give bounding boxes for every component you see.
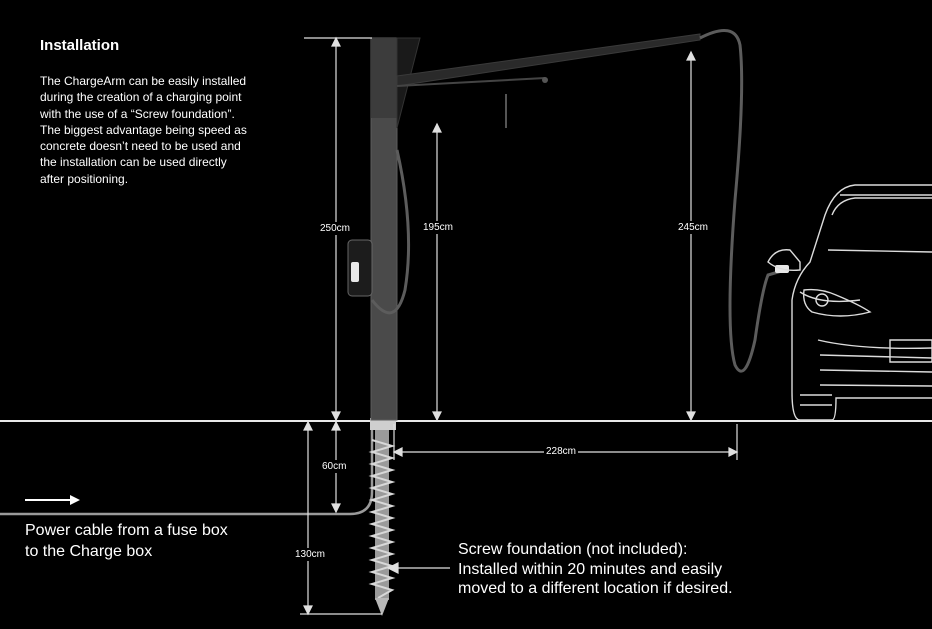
car-icon [767,184,932,421]
installation-description: The ChargeArm can be easily installed du… [40,74,247,186]
power-cable-label: Power cable from a fuse box to the Charg… [25,522,228,560]
dimension-lines [300,36,739,616]
dimension-cable-depth: 60cm [320,460,349,473]
arrow-right-icon [25,495,80,505]
dimension-arm-length: 228cm [544,445,579,458]
dimension-arm-clearance: 195cm [421,221,456,234]
pole-cable [370,149,411,315]
section-title: Installation [40,37,120,54]
dimension-pole-height: 250cm [318,222,353,235]
screw-foundation [368,418,396,616]
dimension-screw-depth: 130cm [293,548,328,561]
power-cable [0,421,374,516]
dimension-cable-reach: 245cm [676,221,711,234]
charging-cable [699,29,786,373]
charge-pole [347,33,701,421]
screw-foundation-label: Screw foundation (not included): Install… [458,541,733,597]
